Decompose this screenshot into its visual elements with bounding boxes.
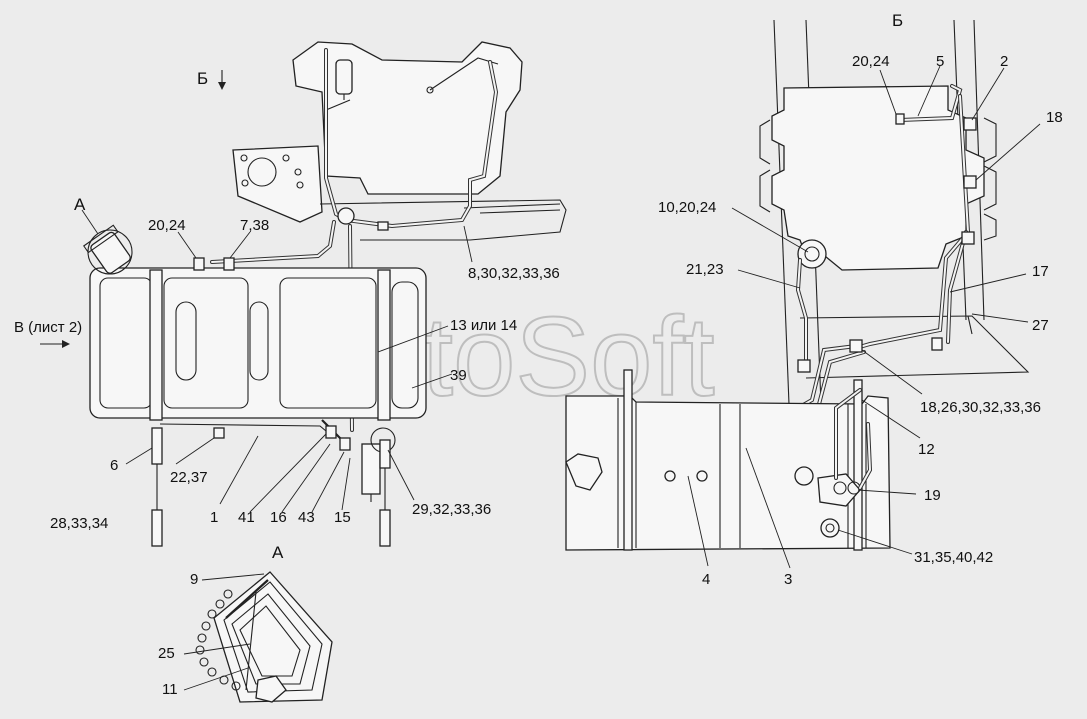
callout-16: 16 [270, 509, 287, 526]
filler-neck [83, 224, 131, 274]
callout-19: 19 [924, 487, 941, 504]
tank-strap-right [377, 269, 391, 421]
clip-lower [961, 231, 975, 245]
callout-22-37: 22,37 [170, 469, 208, 486]
callout-18-26: 18,26,30,32,33,36 [920, 399, 1041, 416]
view-b-right [565, 19, 1030, 551]
pipe-coupling [337, 207, 355, 225]
strap-b-right [853, 379, 863, 551]
view-a-marker: А [74, 195, 86, 214]
callout-4: 4 [702, 571, 710, 588]
fuel-tank [89, 267, 427, 419]
chassis-bracket [232, 145, 323, 223]
callout-1: 1 [210, 509, 218, 526]
callout-28-33-34: 28,33,34 [50, 515, 108, 532]
fitting-20-24 [895, 113, 905, 125]
callout-9: 9 [190, 571, 198, 588]
drain-plug [820, 518, 840, 538]
fuel-intake [817, 473, 861, 507]
mount-leg-left-lower [151, 509, 163, 547]
callout-6: 6 [110, 457, 118, 474]
engine-filter [335, 59, 353, 95]
callout-12: 12 [918, 441, 935, 458]
callout-11: 11 [162, 681, 178, 698]
callout-43: 43 [298, 509, 315, 526]
callout-13-14: 13 или 14 [450, 317, 517, 334]
labels: Б Б А А В (лист 2) 20,24 7,38 8,30,32,33… [14, 11, 1063, 698]
callout-27: 27 [1032, 317, 1049, 334]
callout-10-20-24: 10,20,24 [658, 199, 716, 216]
callout-18: 18 [1046, 109, 1063, 126]
callout-20-24-right: 20,24 [852, 53, 890, 70]
callout-39: 39 [450, 367, 467, 384]
view-a-title: А [272, 543, 284, 562]
bracket-hole [247, 157, 277, 187]
detail-a-view [195, 571, 333, 703]
clip-18 [963, 175, 977, 189]
view-b-title: Б [892, 11, 903, 30]
fuel-strainer [361, 443, 381, 495]
callout-15: 15 [334, 509, 351, 526]
callout-20-24-left: 20,24 [148, 217, 186, 234]
view-b-marker: Б [197, 69, 208, 88]
fuel-pump [797, 239, 827, 269]
main-view-left [40, 41, 567, 547]
fuel-sender [794, 466, 814, 486]
callout-21-23: 21,23 [686, 261, 724, 278]
callout-17: 17 [1032, 263, 1049, 280]
callout-25: 25 [158, 645, 175, 662]
callout-29-32: 29,32,33,36 [412, 501, 491, 518]
side-view-label: В (лист 2) [14, 319, 82, 336]
detail-a-circle [87, 229, 133, 275]
mount-leg-right-upper [379, 439, 391, 469]
pipe-clamp [377, 221, 389, 231]
filler-cap-b [565, 453, 603, 491]
callout-3: 3 [784, 571, 792, 588]
callout-2: 2 [1000, 53, 1008, 70]
tank-strap-left [149, 269, 163, 421]
mount-leg-right-lower [379, 509, 391, 547]
strap-b-left [623, 369, 633, 551]
callout-7-38: 7,38 [240, 217, 269, 234]
callout-31-35: 31,35,40,42 [914, 549, 993, 566]
callout-5: 5 [936, 53, 944, 70]
callout-8-30: 8,30,32,33,36 [468, 265, 560, 282]
fuel-tank-top-view [565, 395, 891, 551]
leader-lines [81, 65, 1041, 691]
clip-2 [963, 117, 977, 131]
connector-18-26 [849, 339, 863, 353]
callout-41: 41 [238, 509, 255, 526]
cap-chain [195, 589, 241, 691]
mount-leg-left-upper [151, 427, 163, 465]
